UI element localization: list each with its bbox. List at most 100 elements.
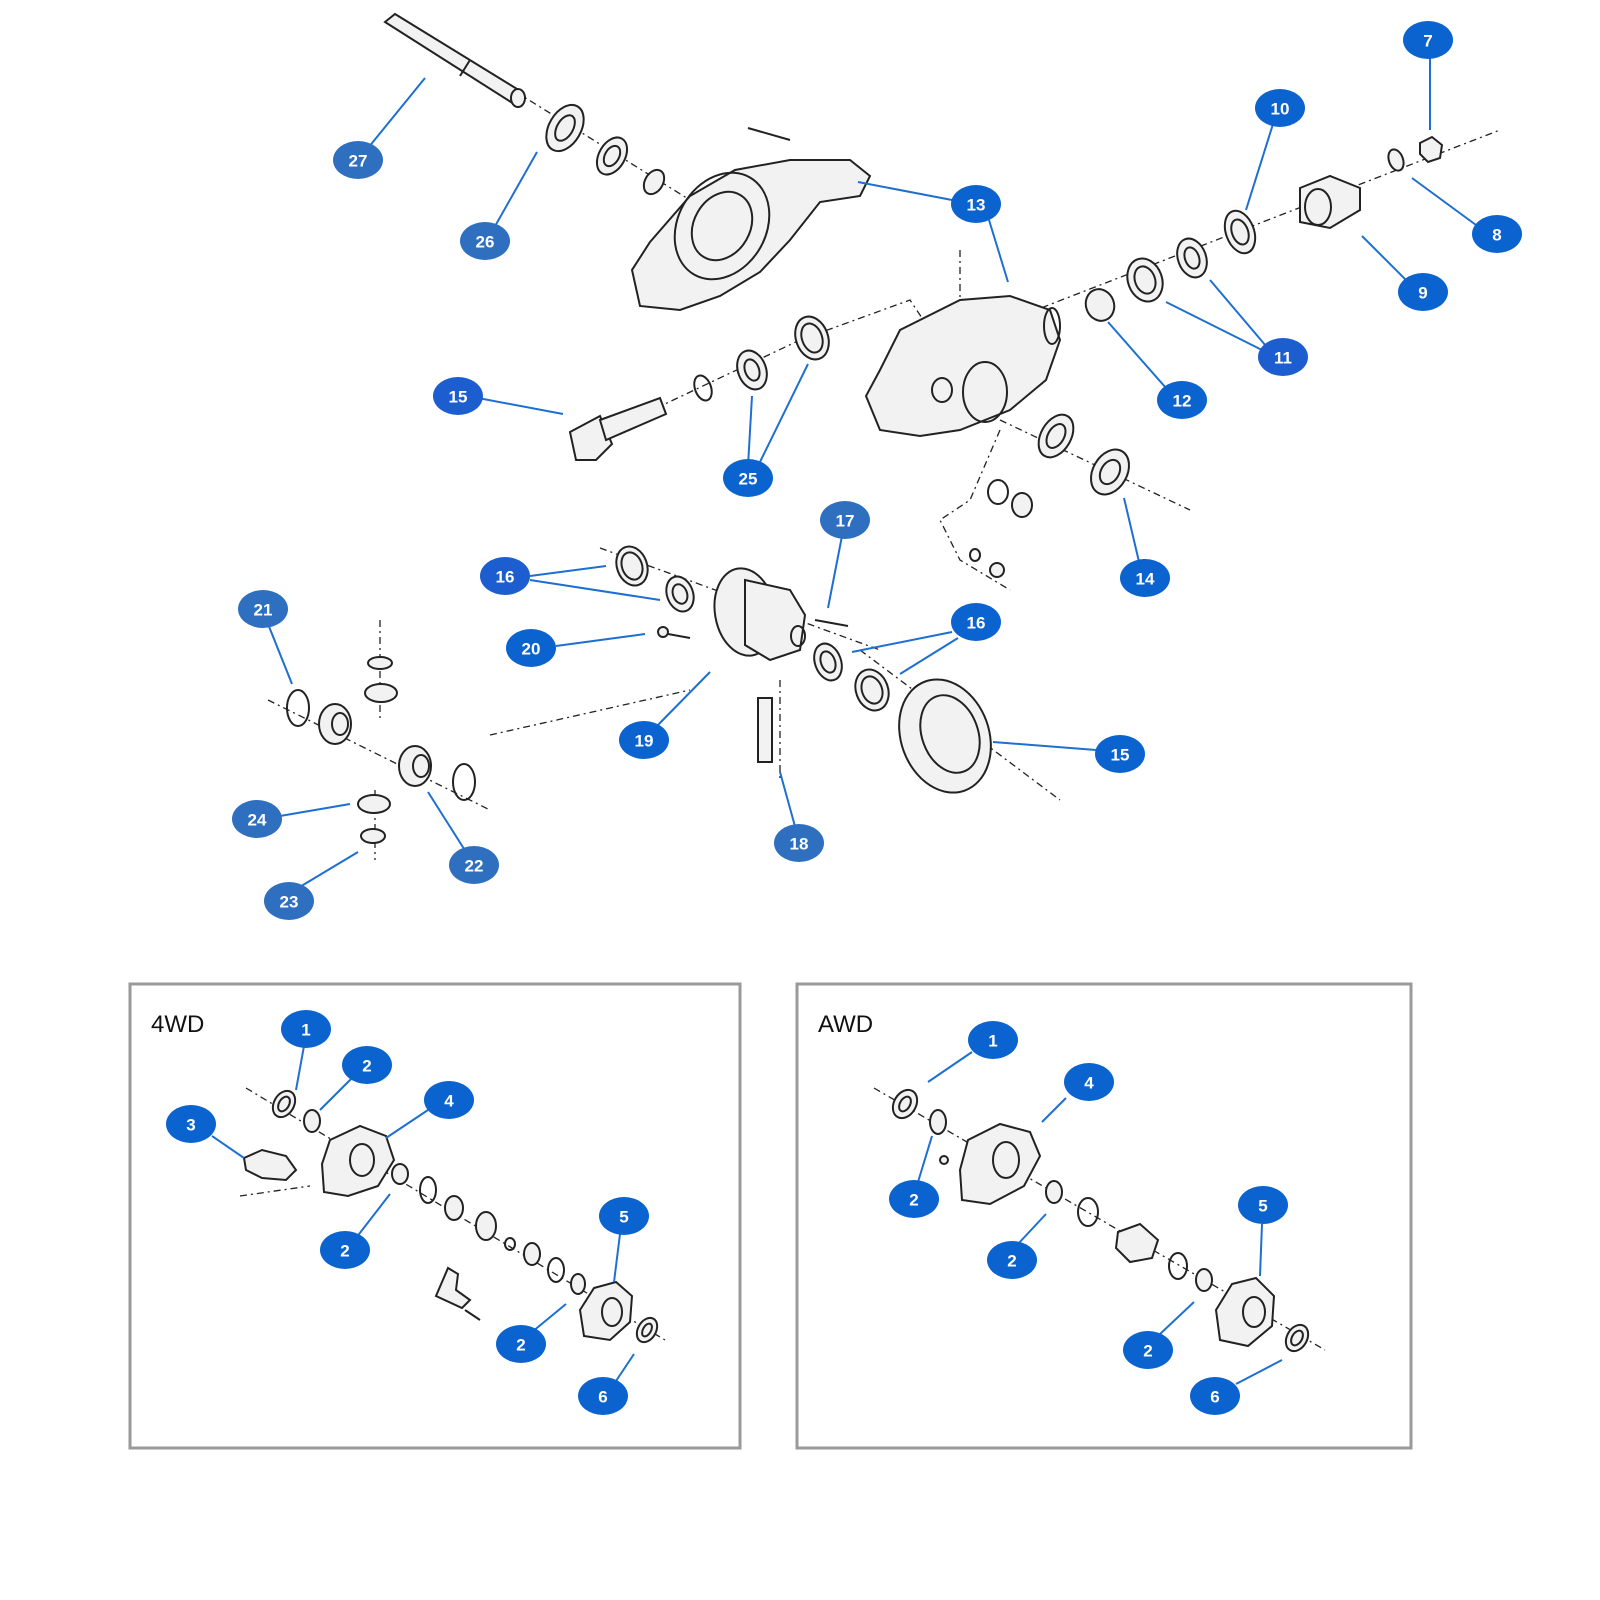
pinion-mate-gear-top-part	[364, 656, 398, 703]
side-seal-part	[1090, 448, 1130, 496]
differential-case-part	[713, 567, 807, 662]
svg-text:17: 17	[836, 512, 855, 531]
4wd-callout-5: 5	[599, 1197, 649, 1235]
side-gear-right-part	[398, 745, 432, 787]
differential-side-bearing-right-part	[813, 642, 843, 682]
svg-text:20: 20	[522, 640, 541, 659]
callout-17: 17	[820, 501, 870, 539]
callout-25: 25	[723, 459, 773, 497]
4wd-callout-4: 4	[424, 1081, 474, 1119]
svg-text:23: 23	[280, 893, 299, 912]
awd-callout-5: 5	[1238, 1186, 1288, 1224]
differential-side-bearing-part	[665, 575, 695, 613]
awd-extension-housing-part	[939, 1122, 1042, 1206]
svg-text:14: 14	[1136, 570, 1155, 589]
svg-text:11: 11	[1274, 349, 1292, 368]
awd-callout-2-bottom: 2	[1123, 1331, 1173, 1369]
svg-text:2: 2	[909, 1191, 918, 1210]
callout-18: 18	[774, 824, 824, 862]
carrier-cover-part	[630, 127, 872, 312]
awd-seal-part	[891, 1088, 919, 1120]
ring-gear-part	[898, 678, 992, 794]
oil-seal-part	[1223, 209, 1257, 255]
4wd-callout-3: 3	[166, 1105, 216, 1143]
svg-text:25: 25	[739, 470, 758, 489]
rear-pinion-race-part	[794, 315, 830, 361]
callout-8: 8	[1472, 215, 1522, 253]
callout-13: 13	[951, 185, 1001, 223]
awd-rear-seal-part	[1284, 1323, 1310, 1353]
svg-text:5: 5	[1258, 1197, 1267, 1216]
rear-pinion-bearing-part	[736, 349, 768, 391]
panel-4wd-title: 4WD	[151, 1011, 204, 1038]
callout-23: 23	[264, 882, 314, 920]
svg-text:2: 2	[1143, 1342, 1152, 1361]
4wd-shift-fork-part	[434, 1266, 481, 1321]
callout-7: 7	[1403, 21, 1453, 59]
callout-19: 19	[619, 721, 669, 759]
awd-rear-housing-part	[1214, 1276, 1276, 1348]
callout-12: 12	[1157, 381, 1207, 419]
svg-text:18: 18	[790, 835, 809, 854]
pinion-shim-part	[693, 374, 713, 402]
4wd-callout-2-bottom: 2	[496, 1325, 546, 1363]
svg-text:4: 4	[1084, 1074, 1094, 1093]
pinion-mate-gear-bottom-part	[357, 794, 391, 844]
side-bearing-race-part	[615, 545, 649, 587]
callout-15-ring-gear: 15	[1095, 735, 1145, 773]
svg-text:6: 6	[598, 1388, 607, 1407]
svg-text:3: 3	[186, 1116, 195, 1135]
drive-pinion-part	[568, 396, 668, 461]
callout-14: 14	[1120, 559, 1170, 597]
svg-text:2: 2	[340, 1242, 349, 1261]
side-oil-seal-part	[1037, 413, 1075, 459]
awd-bearing-part	[929, 1109, 947, 1135]
awd-callout-2-middle: 2	[987, 1241, 1037, 1279]
4wd-callout-6: 6	[578, 1377, 628, 1415]
svg-text:1: 1	[988, 1032, 997, 1051]
callout-16-left: 16	[480, 557, 530, 595]
callout-11: 11	[1258, 338, 1308, 376]
lock-pin-part	[814, 619, 849, 627]
callout-10: 10	[1255, 89, 1305, 127]
4wd-actuator-part	[242, 1148, 298, 1182]
svg-text:16: 16	[496, 568, 515, 587]
side-gear-washer-part	[286, 689, 310, 727]
svg-text:8: 8	[1492, 226, 1501, 245]
callout-24: 24	[232, 800, 282, 838]
svg-text:9: 9	[1418, 284, 1427, 303]
ring-gear-bolt-part	[657, 626, 691, 639]
svg-text:2: 2	[362, 1057, 371, 1076]
4wd-rear-housing-part	[578, 1280, 634, 1342]
drain-plug-part	[969, 479, 1033, 578]
side-bearing-race-right-part	[854, 668, 890, 712]
4wd-callout-1: 1	[281, 1010, 331, 1048]
svg-text:12: 12	[1173, 392, 1192, 411]
svg-text:6: 6	[1210, 1388, 1219, 1407]
svg-text:4: 4	[444, 1092, 454, 1111]
side-gear-washer-right-part	[452, 763, 476, 801]
svg-text:10: 10	[1271, 100, 1290, 119]
svg-text:26: 26	[476, 233, 495, 252]
callout-15-pinion: 15	[433, 377, 483, 415]
awd-callout-2-top: 2	[889, 1180, 939, 1218]
svg-text:22: 22	[465, 857, 484, 876]
svg-text:21: 21	[254, 601, 273, 620]
svg-text:1: 1	[301, 1021, 310, 1040]
panel-awd-frame	[795, 982, 1413, 1450]
panel-4wd-frame	[128, 982, 742, 1450]
collapsible-spacer-part	[1084, 288, 1116, 322]
panel-awd: AWD	[795, 982, 1413, 1450]
main-exploded-view: 27 26 13 10 7 8 9 11 12 15 25 14 17 16 2…	[232, 12, 1522, 920]
4wd-gear-set-part	[391, 1163, 586, 1295]
side-gear-part	[318, 703, 352, 745]
callout-20: 20	[506, 629, 556, 667]
awd-callout-1: 1	[968, 1021, 1018, 1059]
pinion-bearing-race-part	[1126, 257, 1164, 303]
callout-16-right: 16	[951, 603, 1001, 641]
awd-inner-parts	[1045, 1180, 1213, 1292]
panel-awd-title: AWD	[818, 1011, 873, 1038]
4wd-rear-seal-part	[635, 1316, 659, 1344]
svg-text:5: 5	[619, 1208, 628, 1227]
